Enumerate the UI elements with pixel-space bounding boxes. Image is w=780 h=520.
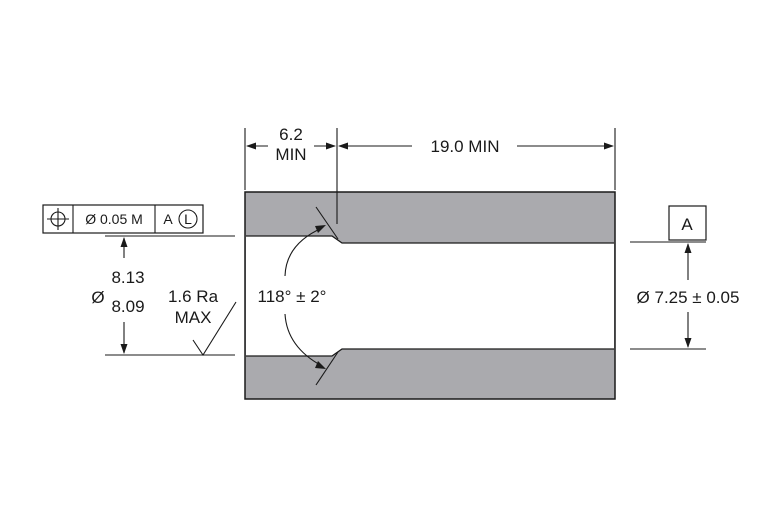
position-icon	[47, 208, 69, 230]
fcf-border	[42, 204, 204, 234]
bore-upper-edge	[246, 235, 614, 244]
fcf-tolerance: Ø 0.05 M	[85, 211, 143, 227]
angle-ext-line-bottom	[315, 351, 339, 386]
arrowhead	[604, 142, 614, 150]
part-section	[244, 191, 616, 400]
bore-cavity	[246, 236, 614, 356]
bore-diameter-symbol: Ø	[91, 288, 104, 307]
drill-angle-dimension: 118° ± 2°	[258, 206, 339, 386]
drill-angle-value: 118° ± 2°	[258, 287, 327, 306]
fcf-modifier: L	[184, 211, 192, 227]
datum-feature-symbol: A	[668, 205, 707, 241]
counterbore-depth-value: 6.2	[279, 125, 303, 144]
surface-finish-qualifier: MAX	[175, 308, 212, 327]
arrowhead	[315, 225, 326, 233]
lmc-modifier-circle	[178, 209, 198, 229]
arrowhead	[246, 142, 256, 150]
datum-label: A	[681, 215, 693, 234]
bore-lower-edge	[246, 348, 614, 357]
arrowhead	[120, 237, 128, 247]
feature-control-frame: Ø 0.05 M A L	[42, 204, 204, 234]
surface-finish-symbol: 1.6 Ra MAX	[168, 287, 237, 357]
bore-diameter-upper-limit: 8.13	[111, 268, 144, 287]
angle-arc-bottom	[284, 313, 323, 367]
outer-diameter-dimension: Ø 7.25 ± 0.05	[630, 241, 740, 350]
arrowhead	[338, 142, 348, 150]
bore-diameter-lower-limit: 8.09	[111, 297, 144, 316]
arrowhead	[120, 344, 128, 354]
overall-length-value: 19.0 MIN	[431, 137, 500, 156]
arrowhead	[684, 338, 692, 348]
angle-arc-top	[284, 227, 323, 277]
bore-diameter-dimension: Ø 8.13 8.09	[91, 235, 235, 356]
fcf-datum: A	[163, 211, 173, 227]
arrowhead	[315, 361, 326, 369]
arrowhead	[684, 243, 692, 253]
length-dimensions: 6.2 MIN 19.0 MIN	[244, 125, 616, 224]
counterbore-depth-qualifier: MIN	[275, 145, 306, 164]
datum-box	[668, 205, 707, 241]
surface-finish-value: 1.6 Ra	[168, 287, 219, 306]
surface-finish-check	[192, 301, 237, 357]
arrowhead	[326, 142, 336, 150]
angle-ext-line-top	[315, 206, 339, 240]
outer-diameter-value: Ø 7.25 ± 0.05	[637, 288, 740, 307]
